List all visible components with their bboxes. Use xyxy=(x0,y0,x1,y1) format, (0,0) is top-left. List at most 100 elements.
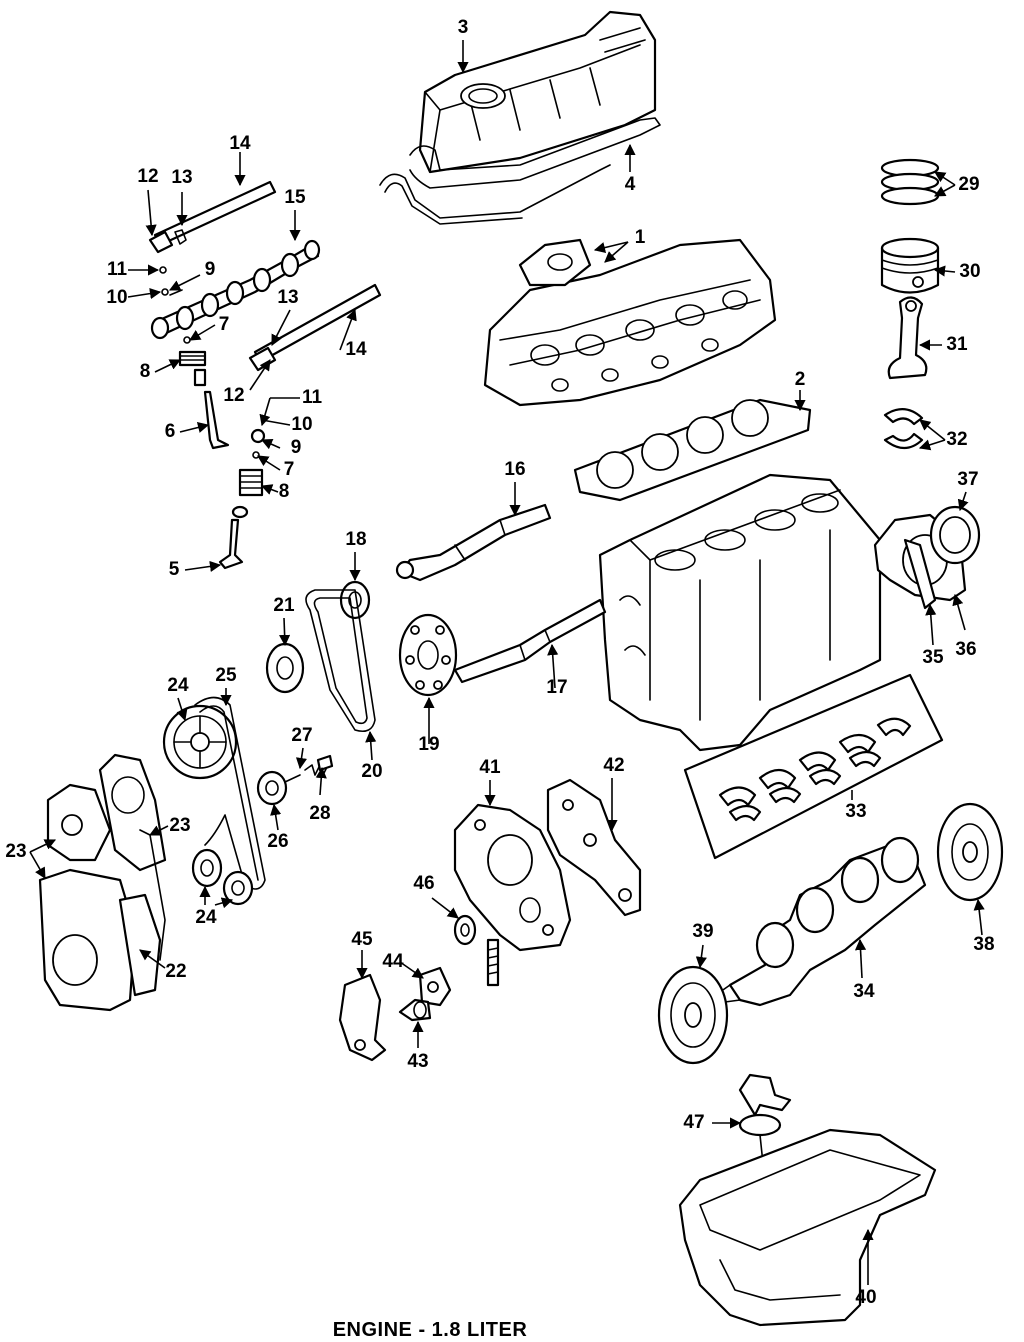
callout-47: 47 xyxy=(683,1112,704,1133)
cam-sprocket xyxy=(162,704,238,780)
callout-24a: 24 xyxy=(167,675,189,696)
cylinder-head xyxy=(483,238,777,407)
piston xyxy=(880,237,940,294)
callout-3: 3 xyxy=(458,17,469,38)
callout-25: 25 xyxy=(215,665,237,686)
callout-labels: 1 2 3 4 5 6 7 7 8 8 9 9 10 10 11 11 12 1… xyxy=(5,17,994,1308)
callout-26: 26 xyxy=(267,831,288,852)
engine-block xyxy=(598,473,882,752)
balance-shaft-belt xyxy=(305,589,376,733)
callout-35: 35 xyxy=(922,647,944,668)
oil-pump xyxy=(338,973,387,1062)
relief-valve-bolt xyxy=(486,938,500,987)
callout-36: 36 xyxy=(955,639,976,660)
callout-46: 46 xyxy=(413,873,434,894)
callout-19: 19 xyxy=(418,734,439,755)
callout-21: 21 xyxy=(273,595,295,616)
callout-33: 33 xyxy=(845,801,866,822)
callout-1: 1 xyxy=(635,227,646,248)
valve-cover-gasket xyxy=(379,117,661,225)
callout-13b: 13 xyxy=(277,287,298,308)
callout-38: 38 xyxy=(973,934,994,955)
callout-24b: 24 xyxy=(195,907,217,928)
callout-34: 34 xyxy=(853,981,875,1002)
valve-cover xyxy=(418,10,657,174)
callout-10a: 10 xyxy=(106,287,127,308)
belt-tensioner xyxy=(256,770,301,806)
idler-pulleys-24 xyxy=(191,848,254,906)
diagram-caption: ENGINE - 1.8 LITER xyxy=(333,1319,528,1341)
front-crank-seal xyxy=(453,914,477,946)
callout-4: 4 xyxy=(625,174,636,195)
crank-sprocket-21 xyxy=(265,642,305,694)
balance-shaft-sprocket xyxy=(398,613,458,697)
valve-train-lower xyxy=(218,428,266,570)
callout-29: 29 xyxy=(958,174,979,195)
timing-covers xyxy=(38,753,167,1012)
oil-pump-gasket-44 xyxy=(418,966,452,1007)
timing-belt xyxy=(194,696,266,890)
callout-20: 20 xyxy=(361,761,382,782)
callout-27: 27 xyxy=(291,725,312,746)
callout-8b: 8 xyxy=(279,481,290,502)
rocker-shaft-upper xyxy=(148,180,277,254)
oil-pan xyxy=(678,1128,937,1327)
callout-22: 22 xyxy=(165,961,186,982)
head-gasket xyxy=(573,398,812,502)
idler-pulley-18 xyxy=(339,580,371,620)
callout-23b: 23 xyxy=(5,841,26,862)
oil-pump-gasket xyxy=(546,778,642,917)
crankshaft xyxy=(719,836,927,1007)
callout-39: 39 xyxy=(692,921,713,942)
flywheel-38 xyxy=(936,802,1004,902)
callout-10b: 10 xyxy=(291,414,312,435)
oil-pickup xyxy=(738,1073,792,1231)
callout-23a: 23 xyxy=(169,815,190,836)
valve-train-upper xyxy=(159,266,230,450)
callout-32: 32 xyxy=(946,429,967,450)
callout-37: 37 xyxy=(957,469,978,490)
callout-12b: 12 xyxy=(223,385,244,406)
callout-9a: 9 xyxy=(205,259,216,280)
callout-15: 15 xyxy=(284,187,306,208)
leader-lines xyxy=(29,40,985,1285)
callout-14a: 14 xyxy=(229,133,251,154)
callout-14b: 14 xyxy=(345,339,367,360)
callout-2: 2 xyxy=(795,369,806,390)
callout-12a: 12 xyxy=(137,166,158,187)
callout-42: 42 xyxy=(603,755,624,776)
callout-11a: 11 xyxy=(107,259,128,280)
callout-11b: 11 xyxy=(302,387,323,408)
callout-5: 5 xyxy=(169,559,180,580)
main-bearing-set xyxy=(683,673,944,860)
rocker-shaft-lower xyxy=(248,283,382,372)
callout-17: 17 xyxy=(546,677,567,698)
connecting-rod xyxy=(887,296,928,380)
rear-oil-seal xyxy=(929,505,981,565)
callout-7b: 7 xyxy=(284,459,295,480)
callout-9b: 9 xyxy=(291,437,302,458)
callout-16: 16 xyxy=(504,459,525,480)
rod-bearings xyxy=(883,408,924,450)
oil-pump-shaft xyxy=(398,998,432,1022)
callout-18: 18 xyxy=(345,529,366,550)
callout-41: 41 xyxy=(479,757,501,778)
camshaft xyxy=(150,239,321,340)
piston-rings xyxy=(880,158,940,206)
callout-44: 44 xyxy=(382,951,404,972)
callout-13a: 13 xyxy=(171,167,192,188)
tensioner-spring xyxy=(304,754,334,776)
callout-31: 31 xyxy=(946,334,968,355)
callout-40: 40 xyxy=(855,1287,876,1308)
callout-8a: 8 xyxy=(140,361,151,382)
callout-6: 6 xyxy=(165,421,176,442)
callout-28: 28 xyxy=(309,803,330,824)
callout-45: 45 xyxy=(351,929,373,950)
callout-7a: 7 xyxy=(219,314,230,335)
callout-30: 30 xyxy=(959,261,980,282)
crank-pulley xyxy=(657,965,729,1065)
balance-shaft-upper xyxy=(395,503,552,582)
callout-43: 43 xyxy=(407,1051,428,1072)
balance-shaft-lower xyxy=(453,598,607,684)
